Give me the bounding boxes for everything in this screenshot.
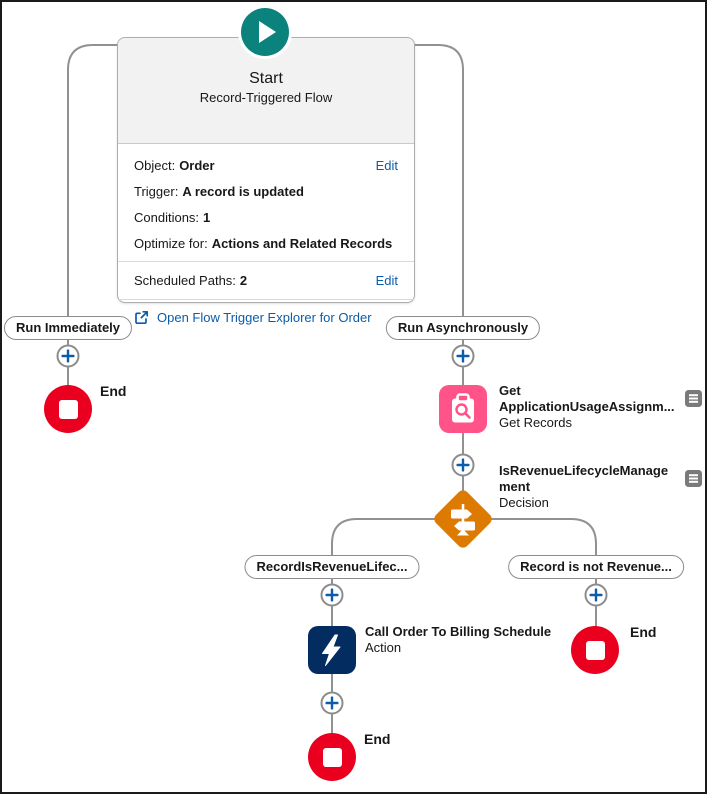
start-card-body: Object:Order Edit Trigger:A record is up… — [118, 144, 414, 261]
divider — [118, 261, 414, 262]
plus-icon — [456, 458, 470, 472]
decision-icon — [434, 490, 492, 548]
start-title: Start — [249, 70, 283, 87]
flow-trigger-explorer-row: Open Flow Trigger Explorer for Order — [118, 300, 414, 335]
node-subtitle: Get Records — [499, 415, 572, 430]
edit-object-link[interactable]: Edit — [375, 158, 398, 173]
action-node[interactable] — [308, 626, 356, 674]
add-element-button-after-action[interactable] — [320, 691, 344, 715]
end-icon — [585, 640, 605, 660]
scheduled-paths-label: Scheduled Paths: — [134, 273, 236, 288]
plus-icon — [61, 349, 75, 363]
start-play-button[interactable] — [241, 8, 289, 56]
connector-decision-left — [331, 518, 463, 629]
add-element-button-outcome-right[interactable] — [584, 583, 608, 607]
plus-icon — [325, 588, 339, 602]
field-label: Object: — [134, 158, 176, 173]
scheduled-paths-value: 2 — [239, 273, 248, 288]
get-records-label: Get ApplicationUsageAssignm... Get Recor… — [499, 383, 679, 431]
node-title: Get — [499, 383, 521, 398]
end-node-run-immediately[interactable] — [44, 385, 92, 433]
play-icon — [259, 21, 276, 43]
decision-node[interactable] — [431, 487, 495, 551]
path-label-run-immediately: Run Immediately — [3, 316, 133, 340]
get-records-icon — [452, 393, 474, 423]
connector-decision-right — [463, 518, 597, 628]
start-subtitle: Record-Triggered Flow — [199, 90, 333, 105]
plus-icon — [325, 696, 339, 710]
description-icon[interactable] — [685, 390, 702, 407]
edit-scheduled-paths-link[interactable]: Edit — [375, 273, 398, 288]
add-element-button-run-async[interactable] — [451, 344, 475, 368]
path-label-run-asynchronously: Run Asynchronously — [385, 316, 541, 340]
add-element-button-run-immediately[interactable] — [56, 344, 80, 368]
open-flow-trigger-explorer-link[interactable]: Open Flow Trigger Explorer for Order — [157, 310, 372, 325]
end-icon — [322, 747, 342, 767]
node-title: Call Order To Billing Schedule — [365, 624, 552, 639]
decision-label: IsRevenueLifecycleManage ment Decision — [499, 463, 689, 511]
end-node-after-action[interactable] — [308, 733, 356, 781]
field-label: Trigger: — [134, 184, 179, 199]
scheduled-paths-row: Scheduled Paths:2 Edit — [118, 262, 414, 299]
end-label: End — [100, 383, 127, 399]
end-icon — [58, 399, 78, 419]
external-link-icon — [134, 310, 149, 325]
field-value: 1 — [203, 210, 211, 225]
description-icon[interactable] — [685, 470, 702, 487]
node-subtitle: Action — [365, 640, 402, 655]
end-label: End — [630, 624, 657, 640]
field-label: Conditions: — [134, 210, 200, 225]
outcome-label-left: RecordIsRevenueLifec... — [244, 555, 420, 579]
start-node-card: Start Record-Triggered Flow Object:Order… — [117, 37, 415, 325]
field-value: A record is updated — [182, 184, 304, 199]
node-title: ment — [499, 479, 531, 494]
get-records-node[interactable] — [439, 385, 487, 433]
add-element-button-outcome-left[interactable] — [320, 583, 344, 607]
outcome-label-right: Record is not Revenue... — [508, 555, 684, 579]
node-title: IsRevenueLifecycleManage — [499, 463, 669, 478]
action-label: Call Order To Billing Schedule Action — [365, 624, 585, 656]
end-label: End — [364, 731, 391, 747]
start-field-optimize: Optimize for:Actions and Related Records — [134, 235, 398, 252]
start-field-conditions: Conditions:1 — [134, 209, 398, 226]
end-node-outcome-right[interactable] — [571, 626, 619, 674]
add-element-button-after-get[interactable] — [451, 453, 475, 477]
node-subtitle: Decision — [499, 495, 549, 510]
plus-icon — [589, 588, 603, 602]
plus-icon — [456, 349, 470, 363]
field-value: Actions and Related Records — [211, 236, 393, 251]
divider — [118, 299, 414, 300]
field-label: Optimize for: — [134, 236, 208, 251]
start-field-object: Object:Order Edit — [134, 157, 398, 174]
start-field-trigger: Trigger:A record is updated — [134, 183, 398, 200]
node-title: ApplicationUsageAssignm... — [499, 399, 675, 414]
lightning-bolt-icon — [322, 634, 341, 666]
field-value: Order — [179, 158, 215, 173]
